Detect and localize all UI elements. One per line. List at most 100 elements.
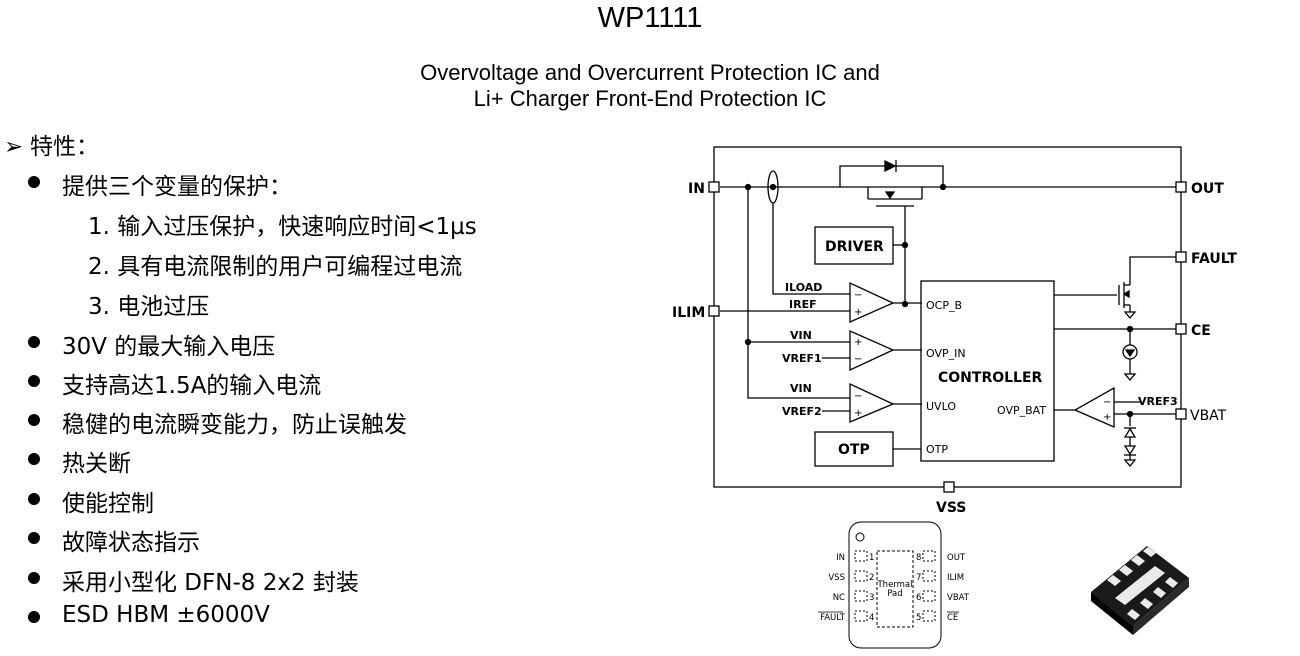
bullet-icon [28, 336, 40, 348]
arrow-bullet-icon: ➢ [4, 134, 24, 160]
bullet-icon [28, 414, 40, 426]
feature-item: 使能控制 [62, 491, 154, 517]
pkg-pin-num: 2 [869, 573, 874, 583]
pkg-pin-num: 4 [869, 613, 874, 623]
signal-vin-1: VIN [790, 329, 812, 342]
svg-text:+: + [854, 307, 862, 318]
pkg-pin-name: IN [836, 553, 845, 563]
thermal-pad-label: Pad [887, 589, 902, 599]
pin-fault [1175, 251, 1187, 263]
port-uvlo: UVLO [926, 400, 956, 413]
bullet-icon [28, 453, 40, 465]
pin-label-vss: VSS [936, 500, 966, 516]
pkg-pin-num: 5 [916, 613, 921, 623]
signal-vref3: VREF3 [1138, 395, 1178, 408]
controller-label: CONTROLLER [938, 370, 1043, 386]
pkg-pin-name: CE [947, 613, 958, 623]
ground-icon [1123, 373, 1137, 382]
page-subtitle: Overvoltage and Overcurrent Protection I… [300, 60, 1000, 112]
pin-in [708, 181, 720, 193]
port-otp: OTP [926, 443, 948, 456]
controller-block [920, 280, 1055, 462]
feature-subitem: 2. 具有电流限制的用户可编程过电流 [88, 254, 463, 280]
chip-3d-image [1091, 546, 1189, 635]
bullet-icon [28, 375, 40, 387]
pin-ce [1175, 323, 1187, 335]
pkg-pin-num: 1 [869, 553, 874, 563]
svg-text:+: + [854, 337, 862, 348]
svg-text:+: + [854, 408, 862, 419]
signal-vref1: VREF1 [782, 352, 822, 365]
feature-item: 故障状态指示 [62, 530, 200, 556]
tvs-diode-icon [1123, 427, 1137, 456]
pkg-pin-num: 6 [916, 593, 921, 603]
pin-vbat [1175, 408, 1187, 420]
feature-item: ESD HBM ±6000V [62, 602, 270, 628]
driver-label: DRIVER [825, 239, 884, 255]
fault-mosfet-icon [1118, 282, 1130, 308]
uvlo-comparator [849, 382, 895, 423]
pin-label-vbat: VBAT [1190, 408, 1227, 424]
svg-text:−: − [854, 391, 862, 402]
pin1-marker-icon [855, 532, 865, 542]
feature-item: 稳健的电流瞬变能力，防止误触发 [62, 412, 407, 438]
pin-label-fault: FAULT [1191, 251, 1237, 267]
svg-text:−: − [854, 290, 862, 301]
pkg-pin-name: NC [833, 593, 845, 603]
pin-label-out: OUT [1191, 181, 1224, 197]
features-heading-text: 特性： [30, 134, 99, 160]
page-title: WP1111 [597, 2, 703, 34]
bullet-icon [28, 176, 40, 188]
signal-vin-2: VIN [790, 382, 812, 395]
pin-label-ilim: ILIM [672, 305, 705, 321]
bullet-icon [28, 611, 40, 623]
port-ocp-b: OCP_B [926, 299, 962, 312]
feature-item: 热关断 [62, 451, 131, 477]
svg-text:+: + [1103, 412, 1111, 423]
ground-icon [1123, 459, 1137, 468]
subtitle-line-1: Overvoltage and Overcurrent Protection I… [420, 60, 880, 85]
pkg-pin-name: ILIM [947, 573, 964, 583]
bullet-icon [28, 493, 40, 505]
feature-item: 30V 的最大输入电压 [62, 334, 276, 360]
pkg-pin-name: VSS [828, 573, 845, 583]
pkg-pin-name: OUT [947, 553, 966, 563]
otp-label: OTP [838, 442, 870, 458]
pkg-pin-num: 8 [916, 553, 921, 563]
ovp-bat-comparator [1073, 386, 1115, 428]
pin-label-ce: CE [1191, 323, 1211, 339]
port-ovp-in: OVP_IN [926, 347, 966, 360]
svg-text:−: − [1103, 397, 1111, 408]
features-heading: ➢特性： [4, 127, 99, 161]
signal-iref: IREF [789, 298, 817, 311]
signal-iload: ILOAD [785, 281, 822, 294]
diode-icon [884, 159, 897, 173]
ocp-comparator [849, 281, 895, 323]
feature-item: 提供三个变量的保护： [62, 174, 292, 200]
thermal-pad-label: Thermal [876, 580, 912, 590]
pkg-pin-num: 7 [916, 573, 921, 583]
package-outline [848, 521, 942, 649]
pin-label-in: IN [688, 181, 705, 197]
svg-text:−: − [854, 354, 862, 365]
subtitle-line-2: Li+ Charger Front-End Protection IC [473, 86, 827, 111]
feature-item: 支持高达1.5A的输入电流 [62, 373, 322, 399]
port-ovp-bat: OVP_BAT [997, 404, 1046, 417]
thermal-pad [876, 550, 914, 628]
ground-icon [1123, 311, 1137, 320]
feature-subitem: 3. 电池过压 [88, 294, 210, 320]
feature-subitem: 1. 输入过压保护，快速响应时间<1µs [88, 214, 477, 240]
pin-vss [943, 481, 955, 493]
mosfet-icon [867, 187, 923, 245]
feature-item: 采用小型化 DFN-8 2x2 封装 [62, 570, 359, 596]
signal-vref2: VREF2 [782, 405, 822, 418]
pin-out [1175, 181, 1187, 193]
pkg-pin-name: VBAT [947, 593, 970, 603]
bullet-icon [28, 572, 40, 584]
pkg-pin-num: 3 [869, 593, 874, 603]
bullet-icon [28, 532, 40, 544]
ovp-in-comparator [849, 330, 895, 372]
pin-ilim [708, 305, 720, 317]
